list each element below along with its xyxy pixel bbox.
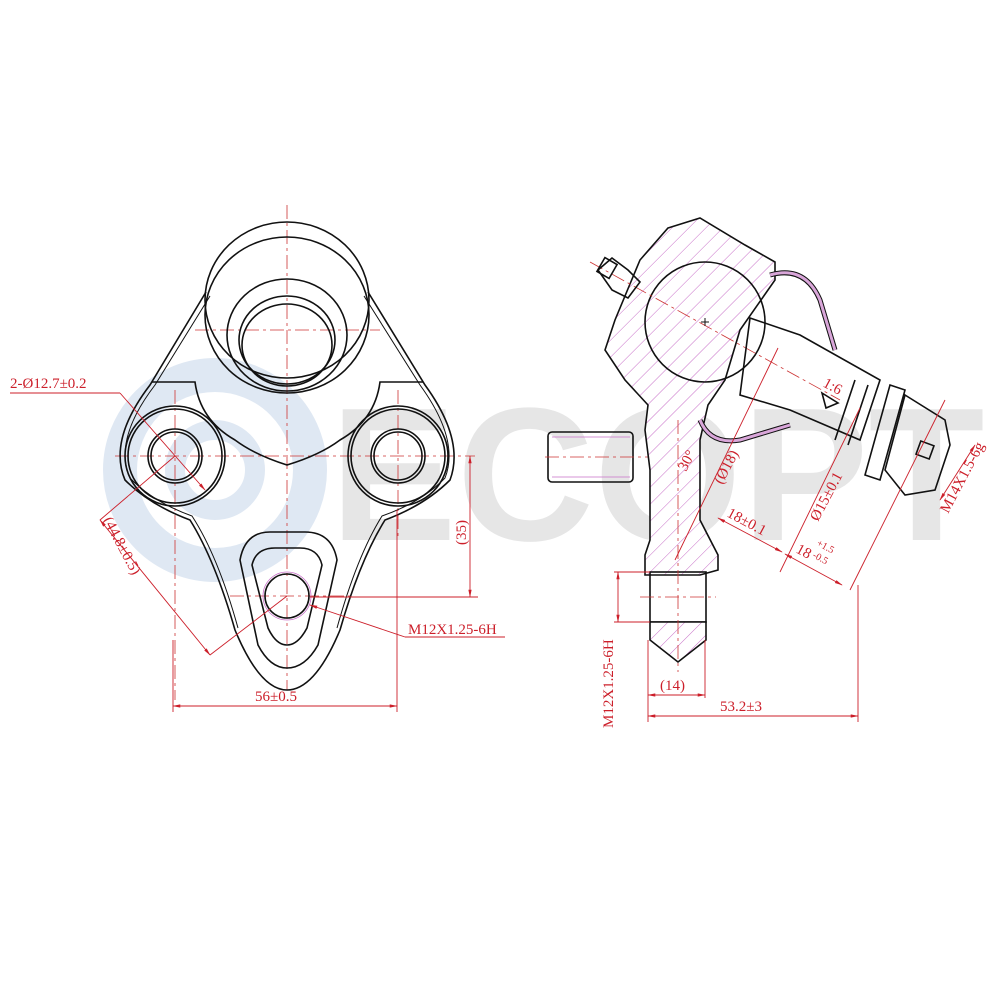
watermark: ECOPT [103, 358, 985, 582]
height-ref-label: (35) [454, 520, 470, 545]
tapered-stud [739, 316, 881, 446]
bottom-width-label: (14) [660, 678, 685, 694]
castle-nut [864, 383, 951, 496]
horizontal-stud [545, 431, 700, 483]
bottom-thread-label: M12X1.25-6H [601, 639, 617, 728]
left-mount-hole [124, 405, 226, 507]
thread-length-label: 18 [793, 541, 814, 562]
overall-length-label: 53.2±3 [720, 699, 762, 715]
ball [589, 261, 841, 401]
thread-callout-label: M12X1.25-6H [408, 622, 497, 638]
grease-fitting [595, 256, 642, 300]
hole-diameter-label: 2-Ø12.7±0.2 [10, 376, 87, 392]
top-boss [204, 221, 370, 394]
lower-shank [640, 420, 716, 672]
width-label: 56±0.5 [255, 689, 297, 705]
watermark-logo-icon [103, 358, 327, 582]
right-mount-hole [347, 405, 449, 507]
bottom-lug [239, 531, 338, 669]
